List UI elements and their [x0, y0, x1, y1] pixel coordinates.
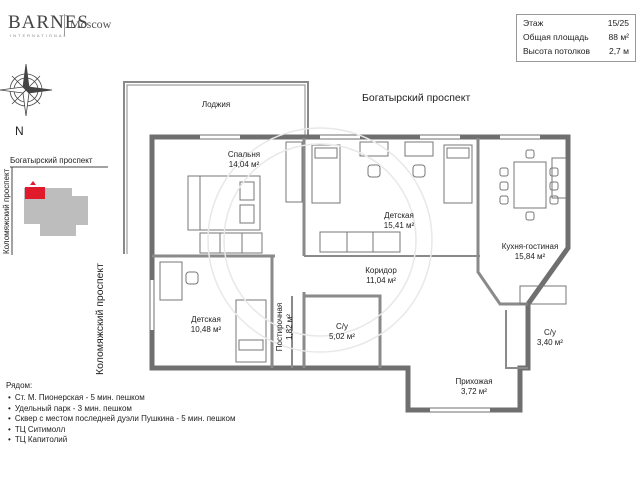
room-area: 15,41 м² — [383, 221, 415, 230]
room-loggia: Лоджия — [196, 100, 236, 110]
room-area: 3,40 м² — [537, 338, 563, 347]
room-area: 15,84 м² — [514, 252, 546, 261]
room-name: Детская — [191, 315, 221, 324]
brand-logo: BARNES — [8, 12, 89, 33]
location-map-street-top: Богатырский проспект — [10, 156, 93, 165]
list-item: ТЦ Капитолий — [8, 435, 235, 446]
location-marker — [25, 187, 45, 199]
info-value: 15/25 — [607, 18, 629, 28]
room-corridor: Коридор 11,04 м² — [346, 266, 416, 286]
room-hall: Прихожая 3,72 м² — [444, 377, 504, 397]
room-name: Кухня-гостиная — [501, 242, 559, 251]
room-kids-1: Детская 15,41 м² — [364, 211, 434, 231]
info-row-area: Общая площадь 88 м² — [523, 32, 629, 44]
room-name: Спальня — [227, 150, 261, 159]
room-area: 1,82 м² — [285, 314, 294, 340]
room-kids-2: Детская 10,48 м² — [176, 315, 236, 335]
room-bedroom: Спальня 14,04 м² — [214, 150, 274, 170]
info-value: 88 м² — [608, 32, 630, 42]
city-label: Moscow — [70, 17, 112, 31]
nearby-title: Рядом: — [6, 381, 33, 390]
info-row-ceiling: Высота потолков 2,7 м — [523, 46, 629, 58]
room-bathroom-2: С/у 3,40 м² — [530, 328, 570, 348]
list-item: Сквер с местом последней дуэли Пушкина -… — [8, 414, 236, 425]
info-label: Общая площадь — [523, 32, 589, 42]
header-divider — [64, 14, 65, 36]
list-item: Удельный парк - 3 мин. пешком — [8, 404, 235, 415]
room-name: Прихожая — [455, 377, 493, 386]
room-area: 10,48 м² — [190, 325, 222, 334]
info-box: Этаж 15/25 Общая площадь 88 м² Высота по… — [516, 14, 636, 62]
brand-subtitle: INTERNATIONAL — [10, 33, 68, 38]
street-label-left: Коломяжский проспект — [94, 263, 106, 375]
nearby-list: Ст. М. Пионерская - 5 мин. пешком Удельн… — [8, 393, 236, 446]
room-area: 3,72 м² — [461, 387, 487, 396]
room-name: Постирочная — [275, 302, 284, 352]
room-name: Коридор — [365, 266, 397, 275]
street-label-top: Богатырский проспект — [362, 92, 471, 104]
room-kitchen-living: Кухня-гостиная 15,84 м² — [490, 242, 570, 262]
location-map — [10, 166, 108, 255]
room-laundry: Постирочная 1,82 м² — [275, 287, 295, 367]
compass-rose-icon — [0, 63, 53, 117]
room-name: Детская — [384, 211, 414, 220]
room-name: С/у — [544, 328, 556, 337]
north-label: N — [15, 124, 24, 138]
room-bathroom-1: С/у 5,02 м² — [322, 322, 362, 342]
location-map-street-side: Коломяжский проспект — [2, 168, 11, 254]
info-value: 2,7 м — [608, 46, 629, 56]
room-area: 14,04 м² — [228, 160, 260, 169]
room-name: С/у — [336, 322, 348, 331]
list-item: Ст. М. Пионерская - 5 мин. пешком — [8, 393, 235, 404]
room-name: Лоджия — [201, 100, 231, 109]
list-item: ТЦ Ситимолл — [8, 425, 235, 436]
room-area: 11,04 м² — [366, 276, 396, 285]
info-row-floor: Этаж 15/25 — [523, 18, 629, 30]
room-area: 5,02 м² — [329, 332, 355, 341]
info-label: Этаж — [523, 18, 544, 28]
info-label: Высота потолков — [523, 46, 591, 56]
